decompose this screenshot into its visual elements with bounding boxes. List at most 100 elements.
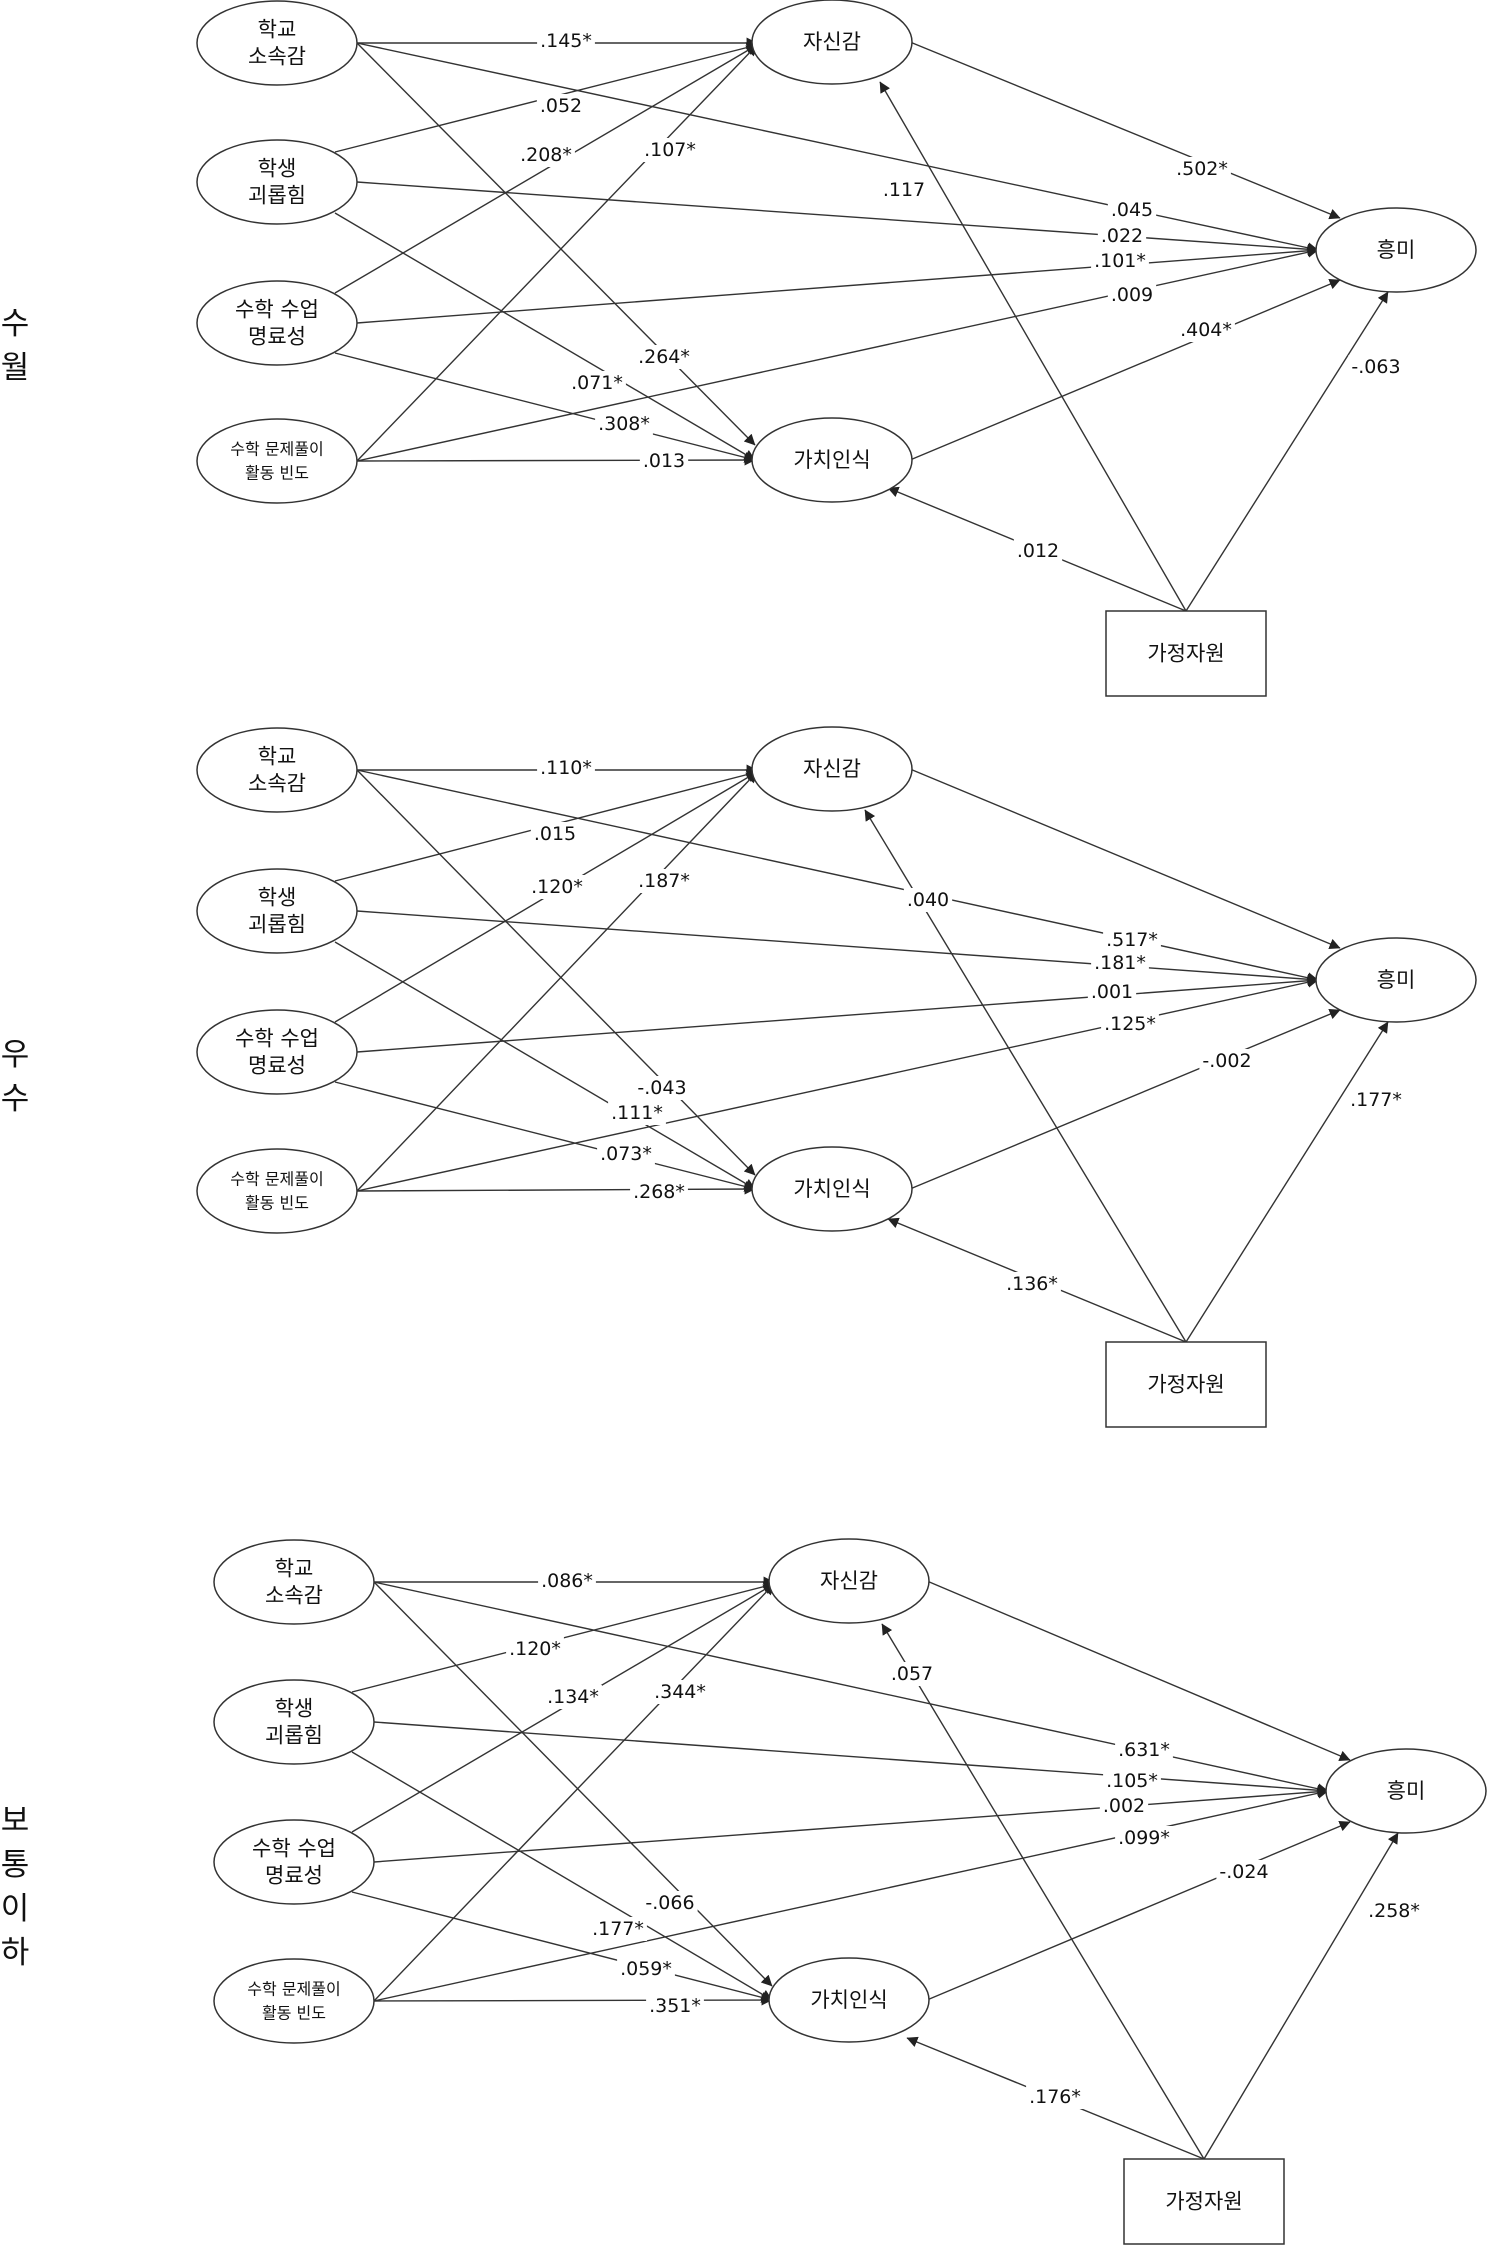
- path-arrow-home-to-interest: [1185, 1021, 1389, 1343]
- coefficient-background: [517, 143, 575, 167]
- path-coefficient-value-to-interest: .404*: [1180, 319, 1232, 341]
- path-coefficient-bullying-to-interest: .022: [1101, 225, 1143, 247]
- path-arrow-activity-to-confidence: [373, 1583, 775, 2002]
- path-arrow-value-to-interest: [926, 1820, 1351, 2001]
- node-box: [1105, 1341, 1267, 1428]
- path-coefficient-activity-to-value: .013: [643, 450, 685, 472]
- node-label: 가치인식: [793, 1177, 870, 1201]
- node-label: 소속감: [248, 45, 306, 69]
- node-label: 활동 빈도: [245, 1194, 309, 1213]
- path-arrow-bullying-to-interest: [356, 910, 1319, 985]
- coefficient-background: [528, 875, 586, 899]
- path-coefficient-activity-to-confidence: .187*: [638, 870, 690, 892]
- node-ellipse: [1315, 937, 1477, 1023]
- coefficient-background: [1199, 1049, 1255, 1073]
- node-home: 가정자원: [1105, 610, 1267, 697]
- path-coefficient-home-to-interest: -.043: [637, 1077, 686, 1099]
- node-box: [1123, 2158, 1285, 2245]
- coefficient-background: [544, 1685, 602, 1709]
- coefficient-background: [1103, 1769, 1161, 1793]
- node-value: 가치인식: [768, 1957, 930, 2043]
- path-coefficient-value-to-interest: .258*: [1368, 1900, 1420, 1922]
- node-label: 명료성: [248, 1054, 306, 1078]
- coefficient-background: [1347, 1088, 1405, 1112]
- coefficient-background: [651, 1680, 709, 1704]
- path-arrow-value-to-interest: [909, 1008, 1341, 1190]
- node-label: 명료성: [248, 325, 306, 349]
- path-coefficient-confidence-to-interest: .502*: [1176, 158, 1228, 180]
- path-arrow-clarity-to-value: [351, 1891, 773, 2003]
- coefficient-background: [538, 1569, 596, 1593]
- node-label: 학교: [275, 1557, 314, 1581]
- path-coefficients: .145*.052.208*.107*.117.502*.045.022.101…: [517, 29, 1404, 563]
- node-home: 가정자원: [1123, 2158, 1285, 2245]
- path-coefficient-school_belonging-to-value: .264*: [638, 346, 690, 368]
- node-ellipse: [196, 0, 358, 86]
- path-coefficient-school_belonging-to-confidence: .086*: [541, 1570, 593, 1592]
- coefficient-background: [536, 94, 586, 118]
- path-coefficient-clarity-to-interest: .101*: [1094, 250, 1146, 272]
- path-diagram-panel-1: .145*.052.208*.107*.117.502*.045.022.101…: [196, 0, 1477, 697]
- path-arrow-confidence-to-interest: [926, 1580, 1351, 1761]
- node-interest: 흥미: [1315, 207, 1477, 293]
- path-arrow-school_belonging-to-value: [356, 42, 756, 446]
- path-arrow-bullying-to-value: [334, 941, 756, 1190]
- path-coefficient-school_belonging-to-confidence: .110*: [540, 757, 592, 779]
- path-coefficient-school_belonging-to-interest: .181*: [1094, 952, 1146, 974]
- path-coefficient-home-to-value: .012: [1017, 540, 1059, 562]
- node-label: 흥미: [1377, 968, 1416, 992]
- path-arrow-bullying-to-interest: [356, 181, 1319, 255]
- node-ellipse: [196, 868, 358, 954]
- coefficient-background: [635, 869, 693, 893]
- path-coefficient-clarity-to-confidence: .134*: [547, 1686, 599, 1708]
- node-ellipse: [751, 726, 913, 812]
- node-label: 가치인식: [793, 448, 870, 472]
- node-ellipse: [196, 1148, 358, 1234]
- node-label: 수학 문제풀이: [230, 1170, 323, 1189]
- path-arrow-clarity-to-value: [334, 1081, 756, 1192]
- path-coefficient-activity-to-interest: .009: [1111, 284, 1153, 306]
- node-label: 가정자원: [1165, 2190, 1242, 2214]
- node-confidence: 자신감: [751, 726, 913, 812]
- node-label: 학생: [258, 157, 297, 181]
- coefficient-background: [1091, 951, 1149, 975]
- coefficient-background: [639, 449, 689, 473]
- node-ellipse: [196, 280, 358, 366]
- path-arrow-clarity-to-interest: [356, 975, 1319, 1053]
- node-label: 수학 문제풀이: [230, 440, 323, 459]
- node-label: 활동 빈도: [262, 2004, 326, 2023]
- path-arrow-home-to-interest: [1203, 1832, 1399, 2160]
- path-arrow-home-to-interest: [1185, 291, 1389, 612]
- path-arrow-activity-to-confidence: [356, 771, 758, 1192]
- path-coefficient-activity-to-confidence: .107*: [644, 139, 696, 161]
- node-label: 흥미: [1387, 1779, 1426, 1803]
- coefficient-background: [879, 178, 929, 202]
- node-label: 괴롭힘: [248, 184, 306, 208]
- coefficient-background: [1348, 355, 1404, 379]
- node-ellipse: [751, 1146, 913, 1232]
- coefficient-background: [642, 1891, 698, 1915]
- path-arrow-home-to-confidence: [881, 1623, 1205, 2160]
- path-arrow-value-to-interest: [909, 278, 1341, 461]
- path-coefficient-school_belonging-to-confidence: .145*: [540, 30, 592, 52]
- coefficient-background: [1107, 198, 1157, 222]
- path-coefficient-bullying-to-value: .071*: [571, 372, 623, 394]
- path-arrow-bullying-to-value: [351, 1751, 773, 2001]
- node-value: 가치인식: [751, 417, 913, 503]
- node-ellipse: [1325, 1748, 1487, 1834]
- path-coefficient-bullying-to-confidence: .120*: [509, 1638, 561, 1660]
- path-coefficient-clarity-to-value: .268*: [633, 1181, 685, 1203]
- node-ellipse: [213, 1819, 375, 1905]
- path-coefficient-activity-to-value: .176*: [1029, 2086, 1081, 2108]
- path-coefficients: .110*.015.120*.187*.040.517*.181*.001.12…: [528, 756, 1405, 1296]
- path-arrow-clarity-to-interest: [373, 1786, 1329, 1863]
- coefficient-background: [568, 371, 626, 395]
